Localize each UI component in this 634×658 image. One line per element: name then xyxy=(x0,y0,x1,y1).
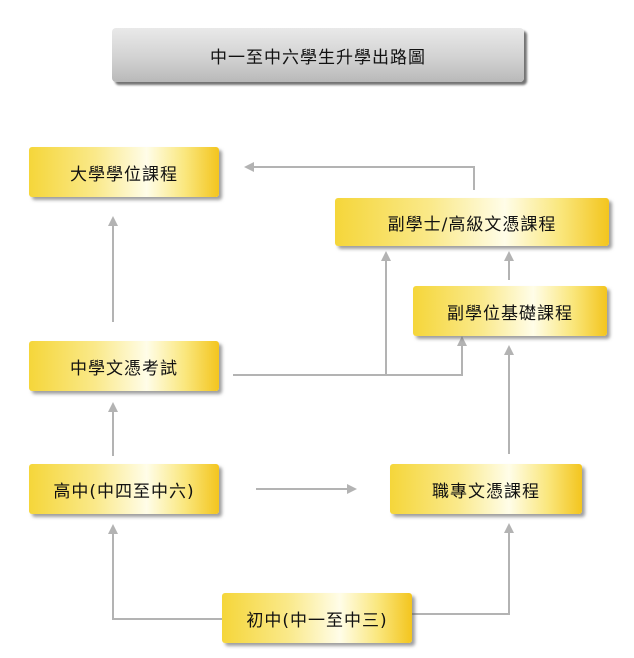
diagram-title: 中一至中六學生升學出路圖 xyxy=(112,28,524,82)
arrow-subdegree-to-degree xyxy=(244,162,475,190)
node-senior-secondary: 高中(中四至中六) xyxy=(29,464,219,514)
arrow-junior-to-senior xyxy=(108,524,222,620)
node-degree-programme: 大學學位課程 xyxy=(29,147,219,197)
node-sub-degree-foundation: 副學位基礎課程 xyxy=(413,286,607,336)
arrow-dse-to-foundation xyxy=(233,336,467,376)
node-junior-secondary: 初中(中一至中三) xyxy=(222,593,412,643)
arrow-junior-to-vocational xyxy=(412,523,514,615)
node-associate-degree-higher-diploma: 副學士/高級文憑課程 xyxy=(335,198,609,246)
node-vocational-diploma: 職專文憑課程 xyxy=(390,464,582,514)
node-dse-exam: 中學文憑考試 xyxy=(29,341,219,391)
